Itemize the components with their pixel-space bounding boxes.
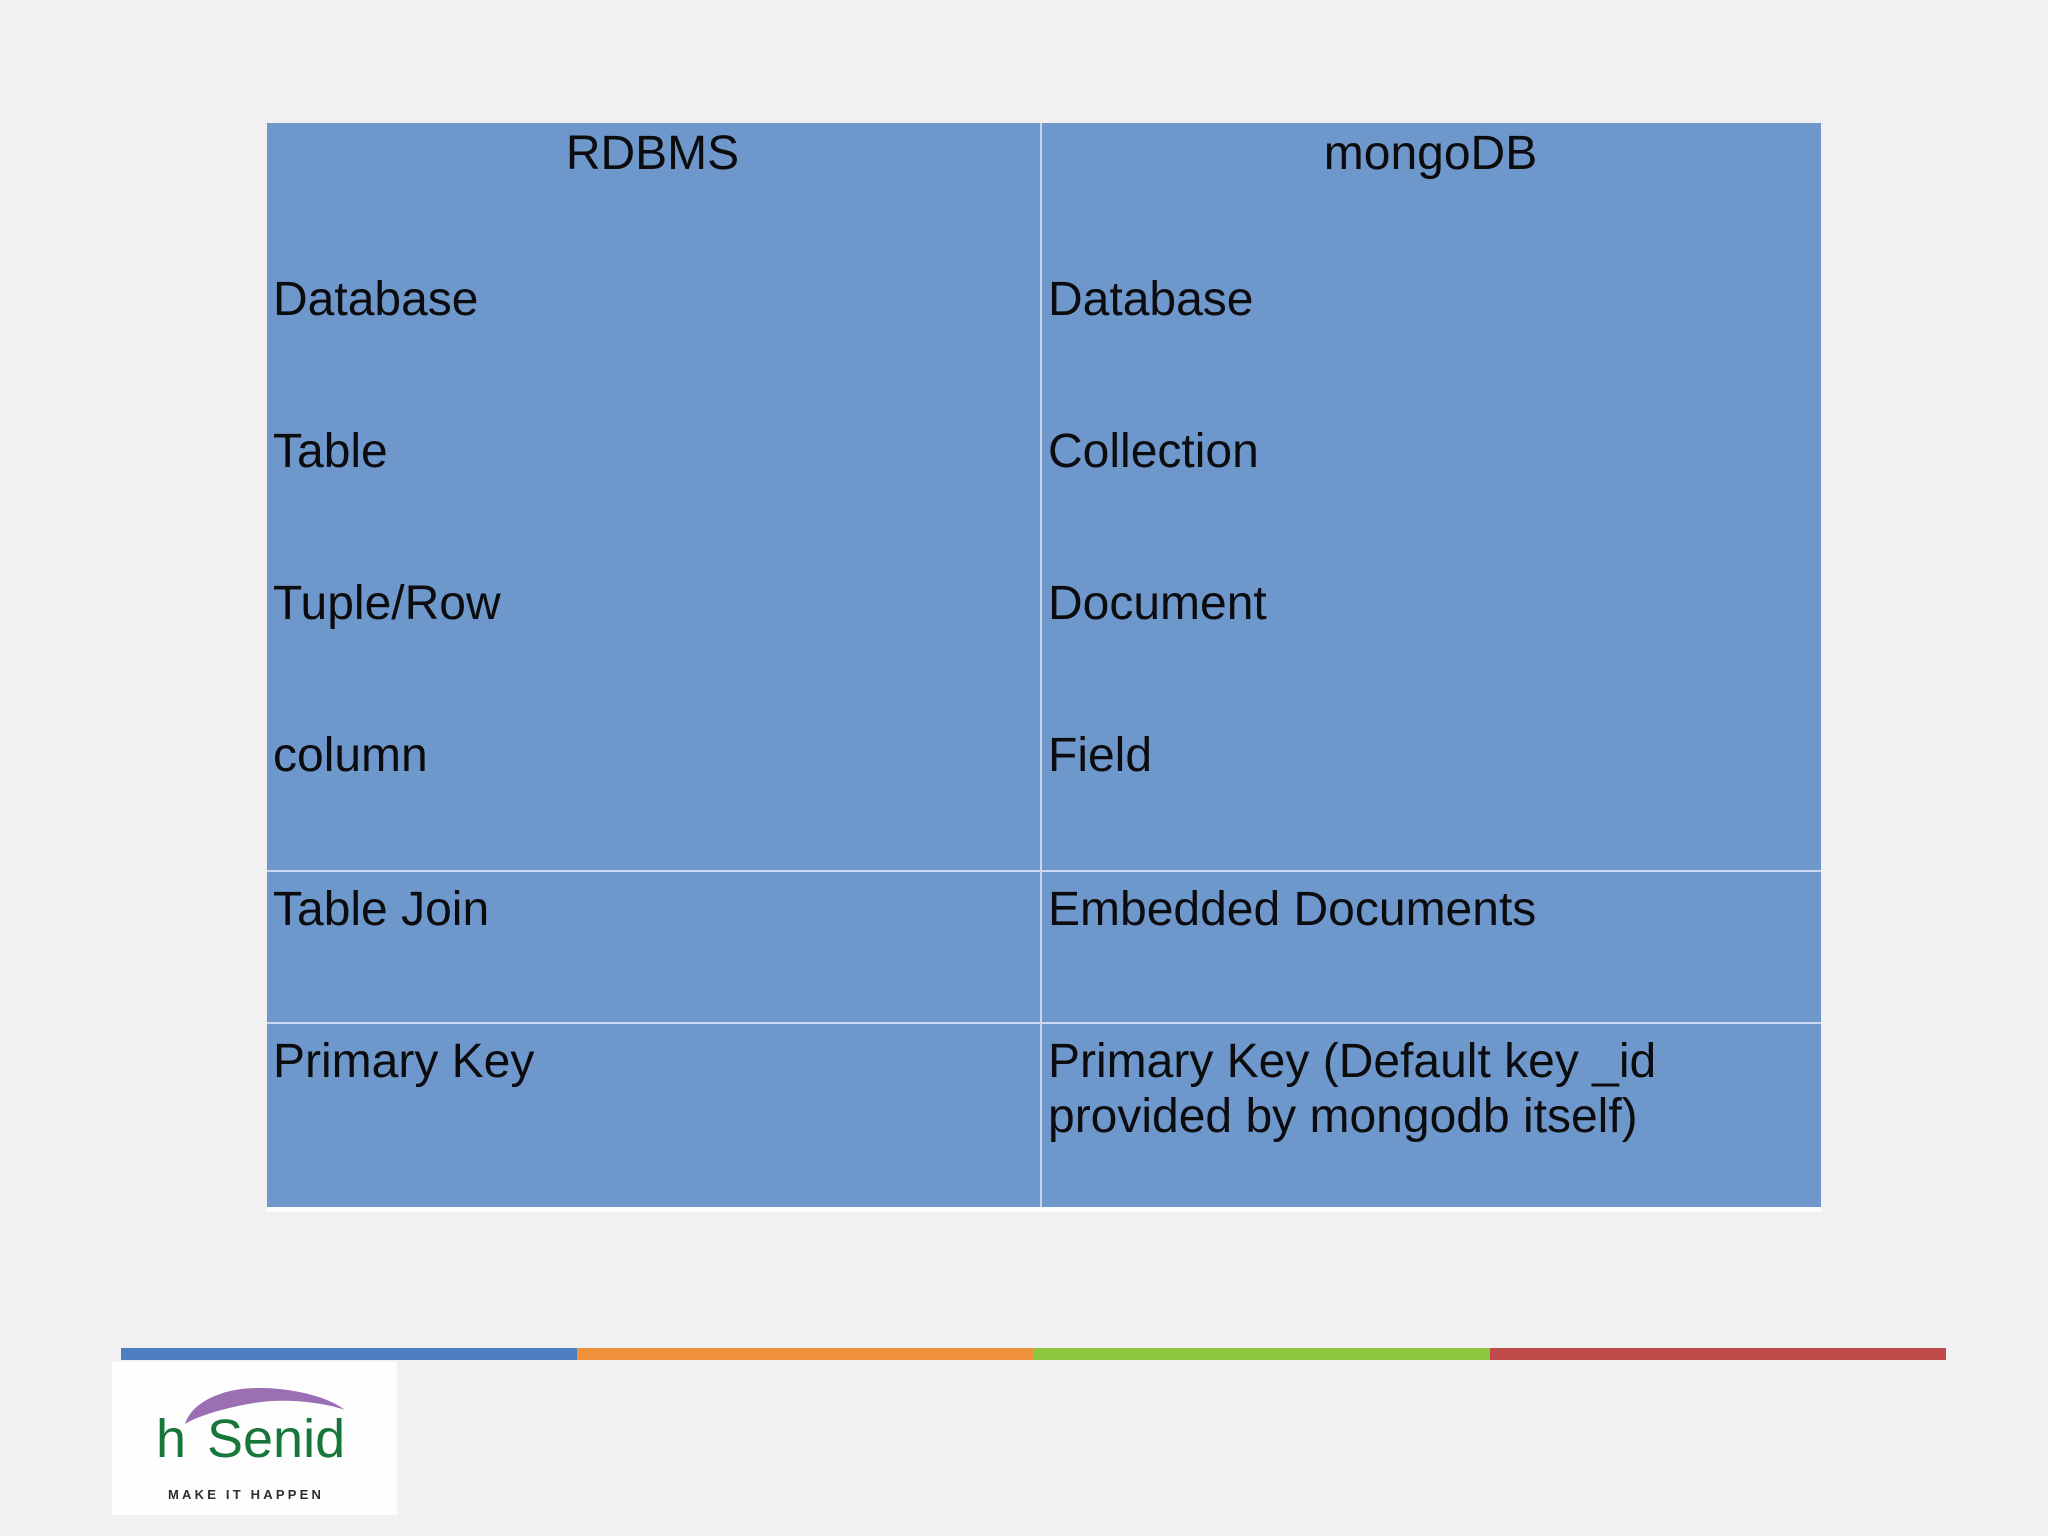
logo-swoosh-icon [185, 1388, 345, 1424]
table-cell-rdbms-primary-key: Primary Key [267, 1022, 1040, 1207]
table-cell-rdbms-tuple-row: Tuple/Row [273, 577, 501, 630]
table-cell-mongodb-primary-key: Primary Key (Default key _id provided by… [1040, 1022, 1821, 1207]
stripe-segment-green [1033, 1348, 1490, 1360]
table-cell-mongodb-document: Document [1040, 566, 1821, 718]
table-cell-mongodb-field: Field [1040, 718, 1821, 870]
comparison-table: RDBMS mongoDB Database Database Table Co… [267, 123, 1821, 1207]
table-cell-rdbms-table-join: Table Join [267, 870, 1040, 1022]
logo-name: Senid [207, 1409, 346, 1469]
table-cell-rdbms-column: column [273, 729, 428, 782]
stripe-segment-orange [577, 1348, 1034, 1360]
logo-tagline: MAKE IT HAPPEN [168, 1487, 325, 1502]
hsenid-logo: h Senid MAKE IT HAPPEN [112, 1362, 397, 1515]
table-header-mongodb: mongoDB [1040, 123, 1821, 262]
table-cell-mongodb-database: Database [1040, 262, 1821, 414]
table-header-rdbms: RDBMS [565, 127, 740, 180]
table-cell-rdbms-database: Database [273, 273, 479, 326]
accent-stripe [121, 1348, 1946, 1360]
table-cell-mongodb-collection: Collection [1040, 414, 1821, 566]
logo-prefix: h [156, 1409, 187, 1469]
stripe-segment-blue [121, 1348, 578, 1360]
table-cell-mongodb-embedded-documents: Embedded Documents [1040, 870, 1821, 1022]
table-cell-rdbms-table: Table [273, 425, 388, 478]
stripe-segment-red [1489, 1348, 1946, 1360]
